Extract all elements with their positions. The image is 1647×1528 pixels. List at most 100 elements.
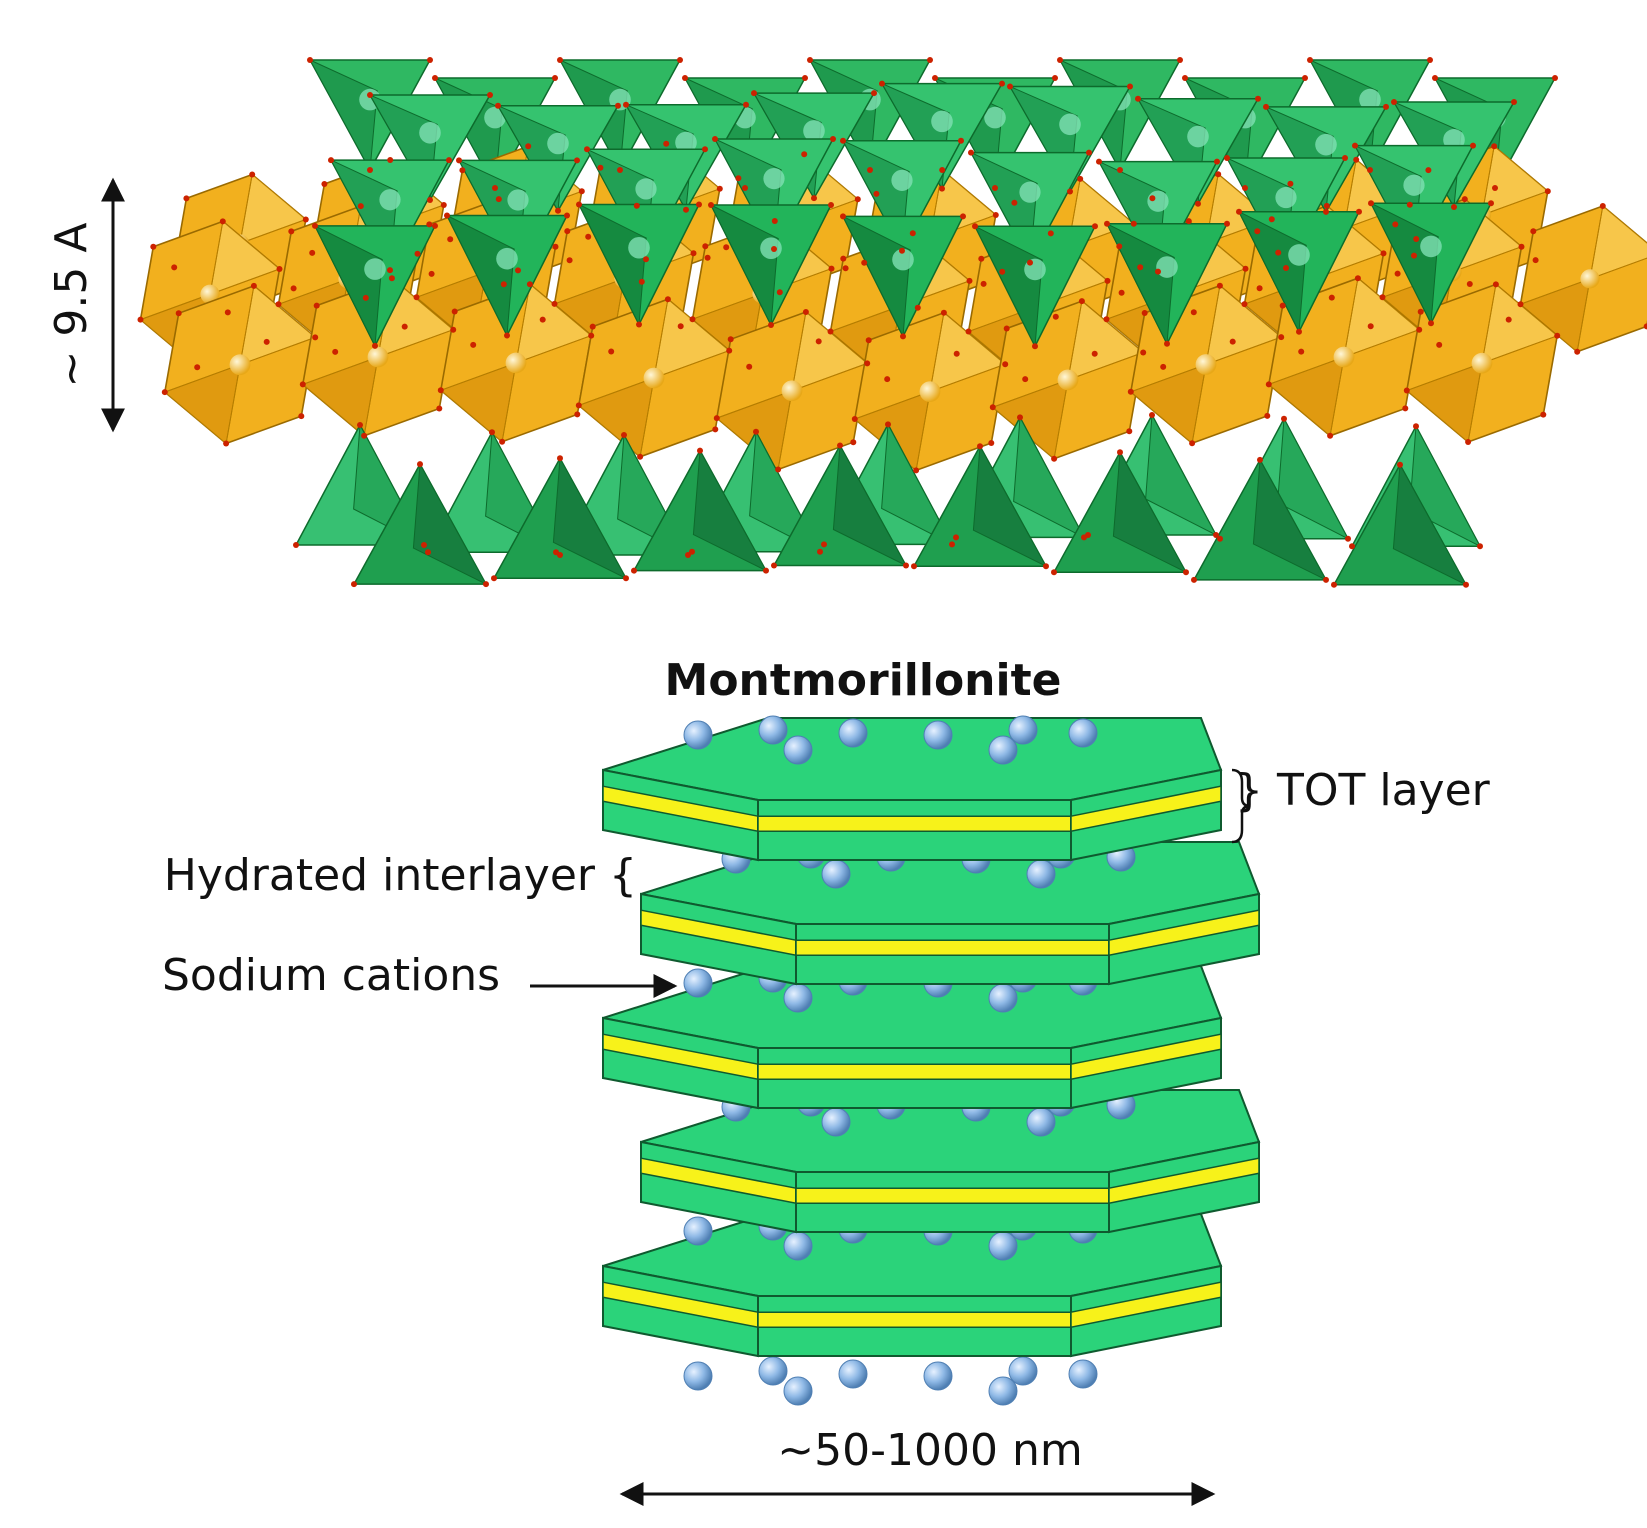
oxygen-atom: [972, 223, 978, 229]
sodium-cation: [839, 1360, 867, 1388]
oxygen-atom: [1266, 381, 1272, 387]
oxygen-atom: [553, 244, 559, 250]
tot-layer-label: } TOT layer: [1235, 765, 1491, 816]
oxygen-atom: [264, 339, 270, 345]
silicon-atom: [763, 168, 784, 189]
oxygen-atom: [1367, 167, 1373, 173]
oxygen-atom: [1257, 285, 1263, 291]
oxygen-atom: [1428, 320, 1434, 326]
oxygen-atom: [328, 157, 334, 163]
oxygen-atom: [1011, 200, 1017, 206]
oxygen-atom: [1092, 351, 1098, 357]
oxygen-atom: [623, 102, 629, 108]
oxygen-atom: [1307, 57, 1313, 63]
oxygen-atom: [249, 172, 255, 178]
oxygen-atom: [816, 338, 822, 344]
sodium-cation: [924, 1362, 952, 1390]
oxygen-atom: [1519, 244, 1525, 250]
oxygen-atom: [663, 141, 669, 147]
oxygen-atom: [1404, 388, 1410, 394]
thickness-label: ~ 9.5 A: [46, 223, 97, 388]
oxygen-atom: [223, 441, 229, 447]
silicon-atom: [419, 122, 441, 144]
oxygen-atom: [415, 251, 421, 257]
silicon-atom: [1156, 256, 1178, 278]
oxygen-atom: [1186, 218, 1192, 224]
aluminium-atom: [1472, 353, 1493, 374]
oxygen-atom: [1051, 569, 1057, 575]
oxygen-atom: [1053, 314, 1059, 320]
oxygen-atom: [1263, 104, 1269, 110]
sodium-cation: [822, 860, 850, 888]
sodium-cation: [1069, 719, 1097, 747]
oxygen-atom: [1032, 343, 1038, 349]
aluminium-atom: [368, 347, 389, 368]
silicon-atom: [1147, 191, 1168, 212]
sodium-cation: [684, 721, 712, 749]
aluminium-atom: [782, 380, 803, 401]
oxygen-atom: [1413, 423, 1419, 429]
oxygen-atom: [1126, 428, 1132, 434]
oxygen-atom: [1493, 281, 1499, 287]
sodium-cation: [759, 1357, 787, 1385]
oxygen-atom: [298, 413, 304, 419]
oxygen-atom: [361, 433, 367, 439]
oxygen-atom: [634, 203, 640, 209]
oxygen-atom: [1160, 364, 1166, 370]
oxygen-atom: [807, 57, 813, 63]
oxygen-atom: [702, 243, 708, 249]
oxygen-atom: [746, 364, 752, 370]
oxygen-atom: [811, 195, 817, 201]
oxygen-atom: [1105, 278, 1111, 284]
oxygen-atom: [1214, 159, 1220, 165]
oxygen-atom: [1007, 84, 1013, 90]
oxygen-atom: [456, 157, 462, 163]
oxygen-atom: [1189, 440, 1195, 446]
oxygen-atom: [1491, 143, 1497, 149]
oxygen-atom: [357, 422, 363, 428]
oxygen-atom: [1552, 75, 1558, 81]
oxygen-atom: [828, 202, 834, 208]
oxygen-atom: [712, 426, 718, 432]
oxygen-atom: [879, 81, 885, 87]
oxygen-atom: [884, 376, 890, 382]
oxygen-atom: [1287, 181, 1293, 187]
oxygen-atom: [728, 336, 734, 342]
oxygen-atom: [1533, 257, 1539, 263]
oxygen-atom: [588, 333, 594, 339]
octahedral-stripe: [796, 1188, 1109, 1203]
aluminium-atom: [1334, 347, 1355, 368]
oxygen-atom: [967, 278, 973, 284]
oxygen-atom: [705, 255, 711, 261]
oxygen-atom: [1077, 176, 1083, 182]
oxygen-atom: [1342, 155, 1348, 161]
oxygen-atom: [637, 454, 643, 460]
oxygen-atom: [1155, 269, 1161, 275]
oxygen-atom: [441, 202, 447, 208]
oxygen-atom: [960, 213, 966, 219]
oxygen-atom: [351, 581, 357, 587]
oxygen-atom: [367, 92, 373, 98]
oxygen-atom: [1345, 536, 1351, 542]
oxygen-atom: [1323, 209, 1329, 215]
oxygen-atom: [775, 467, 781, 473]
oxygen-atom: [402, 324, 408, 330]
oxygen-atom: [1506, 317, 1512, 323]
oxygen-atom: [677, 57, 683, 63]
oxygen-atom: [939, 186, 945, 192]
oxygen-atom: [978, 256, 984, 262]
oxygen-atom: [1177, 57, 1183, 63]
oxygen-atom: [771, 246, 777, 252]
oxygen-atom: [1079, 298, 1085, 304]
sodium-cation: [1009, 716, 1037, 744]
oxygen-atom: [1182, 75, 1188, 81]
sodium-cations-label: Sodium cations: [162, 950, 500, 1001]
oxygen-atom: [1119, 290, 1125, 296]
oxygen-atom: [643, 256, 649, 262]
oxygen-atom: [697, 448, 703, 454]
oxygen-atom: [312, 334, 318, 340]
oxygen-atom: [903, 563, 909, 569]
oxygen-atom: [1104, 221, 1110, 227]
octahedral-stripe: [758, 1064, 1071, 1079]
oxygen-atom: [1067, 189, 1073, 195]
